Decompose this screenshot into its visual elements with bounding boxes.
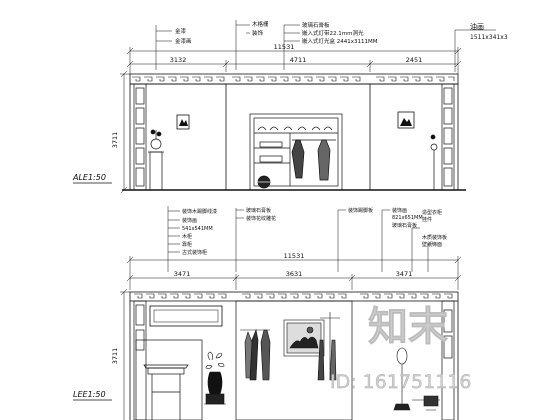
note-e1-center-b-1: 玻璃石膏板 [302,21,330,29]
note-e2-left-6: 古式装饰柜 [182,249,207,256]
artwork-right-e1 [397,111,415,129]
callouts-top [155,20,496,72]
cornice-e2 [129,291,459,302]
dimension-height-e1 [120,70,130,194]
niche-frame-e2 [135,339,203,420]
watermark-logo: 知末 [368,304,448,350]
artwork-left-e1 [176,114,190,130]
note-e1-center-a-2: 装饰 [252,29,264,37]
cornice-e1 [129,73,459,85]
note-e2-center-a-2: 装饰花纹雕花 [246,215,276,222]
note-e2-right-b-2: 挂件 [422,216,432,223]
wardrobe-e2 [240,312,340,381]
note-e2-right-a-3: 玻璃石膏板 [392,222,417,229]
pilaster-left-e1 [133,83,147,191]
note-e2-right-a-1: 装饰画 [392,207,407,214]
dim-e1-seg-2: 4711 [290,56,307,64]
wood-panel-inner [153,309,219,323]
note-e1-right-size: 1511x341x3 [470,34,508,41]
plant-vase-e2 [204,351,226,405]
round-stool-e2 [393,347,440,411]
note-e2-right-a-2: 821x651MM [392,215,423,221]
dim-e2-height: 3711 [111,348,119,365]
note-e1-center-b-3: 嵌入式灯光盒 2441x3111MM [302,37,378,45]
dim-e2-overall: 11531 [284,252,305,260]
side-table-left [148,129,164,191]
note-e1-right: 油画 [470,22,484,31]
dim-e1-overall: 11531 [274,43,295,51]
wall-e1 [129,83,459,191]
dim-e2-seg-1: 3471 [174,270,191,278]
title-elevation-1: ALE1:50 [72,173,106,182]
note-e2-left-4: 木柜 [182,233,192,240]
display-cabinet-e1 [249,113,343,191]
side-cabinet-e2 [423,395,439,411]
title-elevation-2: LEE1:50 [73,390,106,399]
dimension-overall-e1 [126,47,462,74]
note-e2-right-b-1: 造型衣柜 [422,209,442,216]
note-e2-left-2: 装饰画 [182,217,197,224]
note-e2-left-3: 541x541MM [182,226,213,232]
plant-stand-right [430,134,438,191]
wood-panel-e2 [149,305,223,327]
callouts-e2 [167,206,436,272]
dim-e2-seg-3: 3471 [396,270,413,278]
dim-e1-height: 3711 [111,132,119,149]
dim-e1-seg-1: 3132 [170,56,187,64]
note-e2-center-b: 装饰踢脚板 [348,207,373,214]
console-table-e2 [143,364,189,420]
note-e2-left-1: 装饰木踢脚线漆 [182,208,217,215]
elevation-2: 装饰木踢脚线漆 装饰画 541x541MM 木柜 靠柜 古式装饰柜 玻璃石膏板 … [111,206,462,420]
wardrobe-opening-e2 [235,300,353,420]
elevation-1: 金漆 金漆画 木格栅 装饰 玻璃石膏板 嵌入式灯带22.1mm洞光 嵌入式灯光盒… [111,20,508,194]
dimension-segments-e2 [126,274,462,290]
note-e1-center-a-1: 木格栅 [252,20,269,28]
note-e2-left-5: 靠柜 [182,241,192,248]
dimension-overall-e2 [126,256,462,290]
note-e1-left-1: 金漆 [175,27,187,35]
note-e1-center-b-2: 嵌入式灯带22.1mm洞光 [302,29,364,37]
dimension-height-e2 [120,288,130,420]
dimension-segments-e1 [126,60,462,72]
watermark-id: ID: 161751116 [330,371,471,393]
pilaster-right-e1 [441,83,455,191]
note-e2-right-c-2: 壁纸饰面 [422,241,442,248]
note-e2-right-c-1: 木质装饰板 [422,234,447,241]
dim-e1-seg-3: 2451 [406,56,423,64]
pilaster-right-e2 [441,300,455,420]
dim-e2-seg-2: 3631 [286,270,303,278]
note-e2-center-a-1: 玻璃石膏板 [246,207,271,214]
note-e1-left-2: 金漆画 [175,37,192,45]
